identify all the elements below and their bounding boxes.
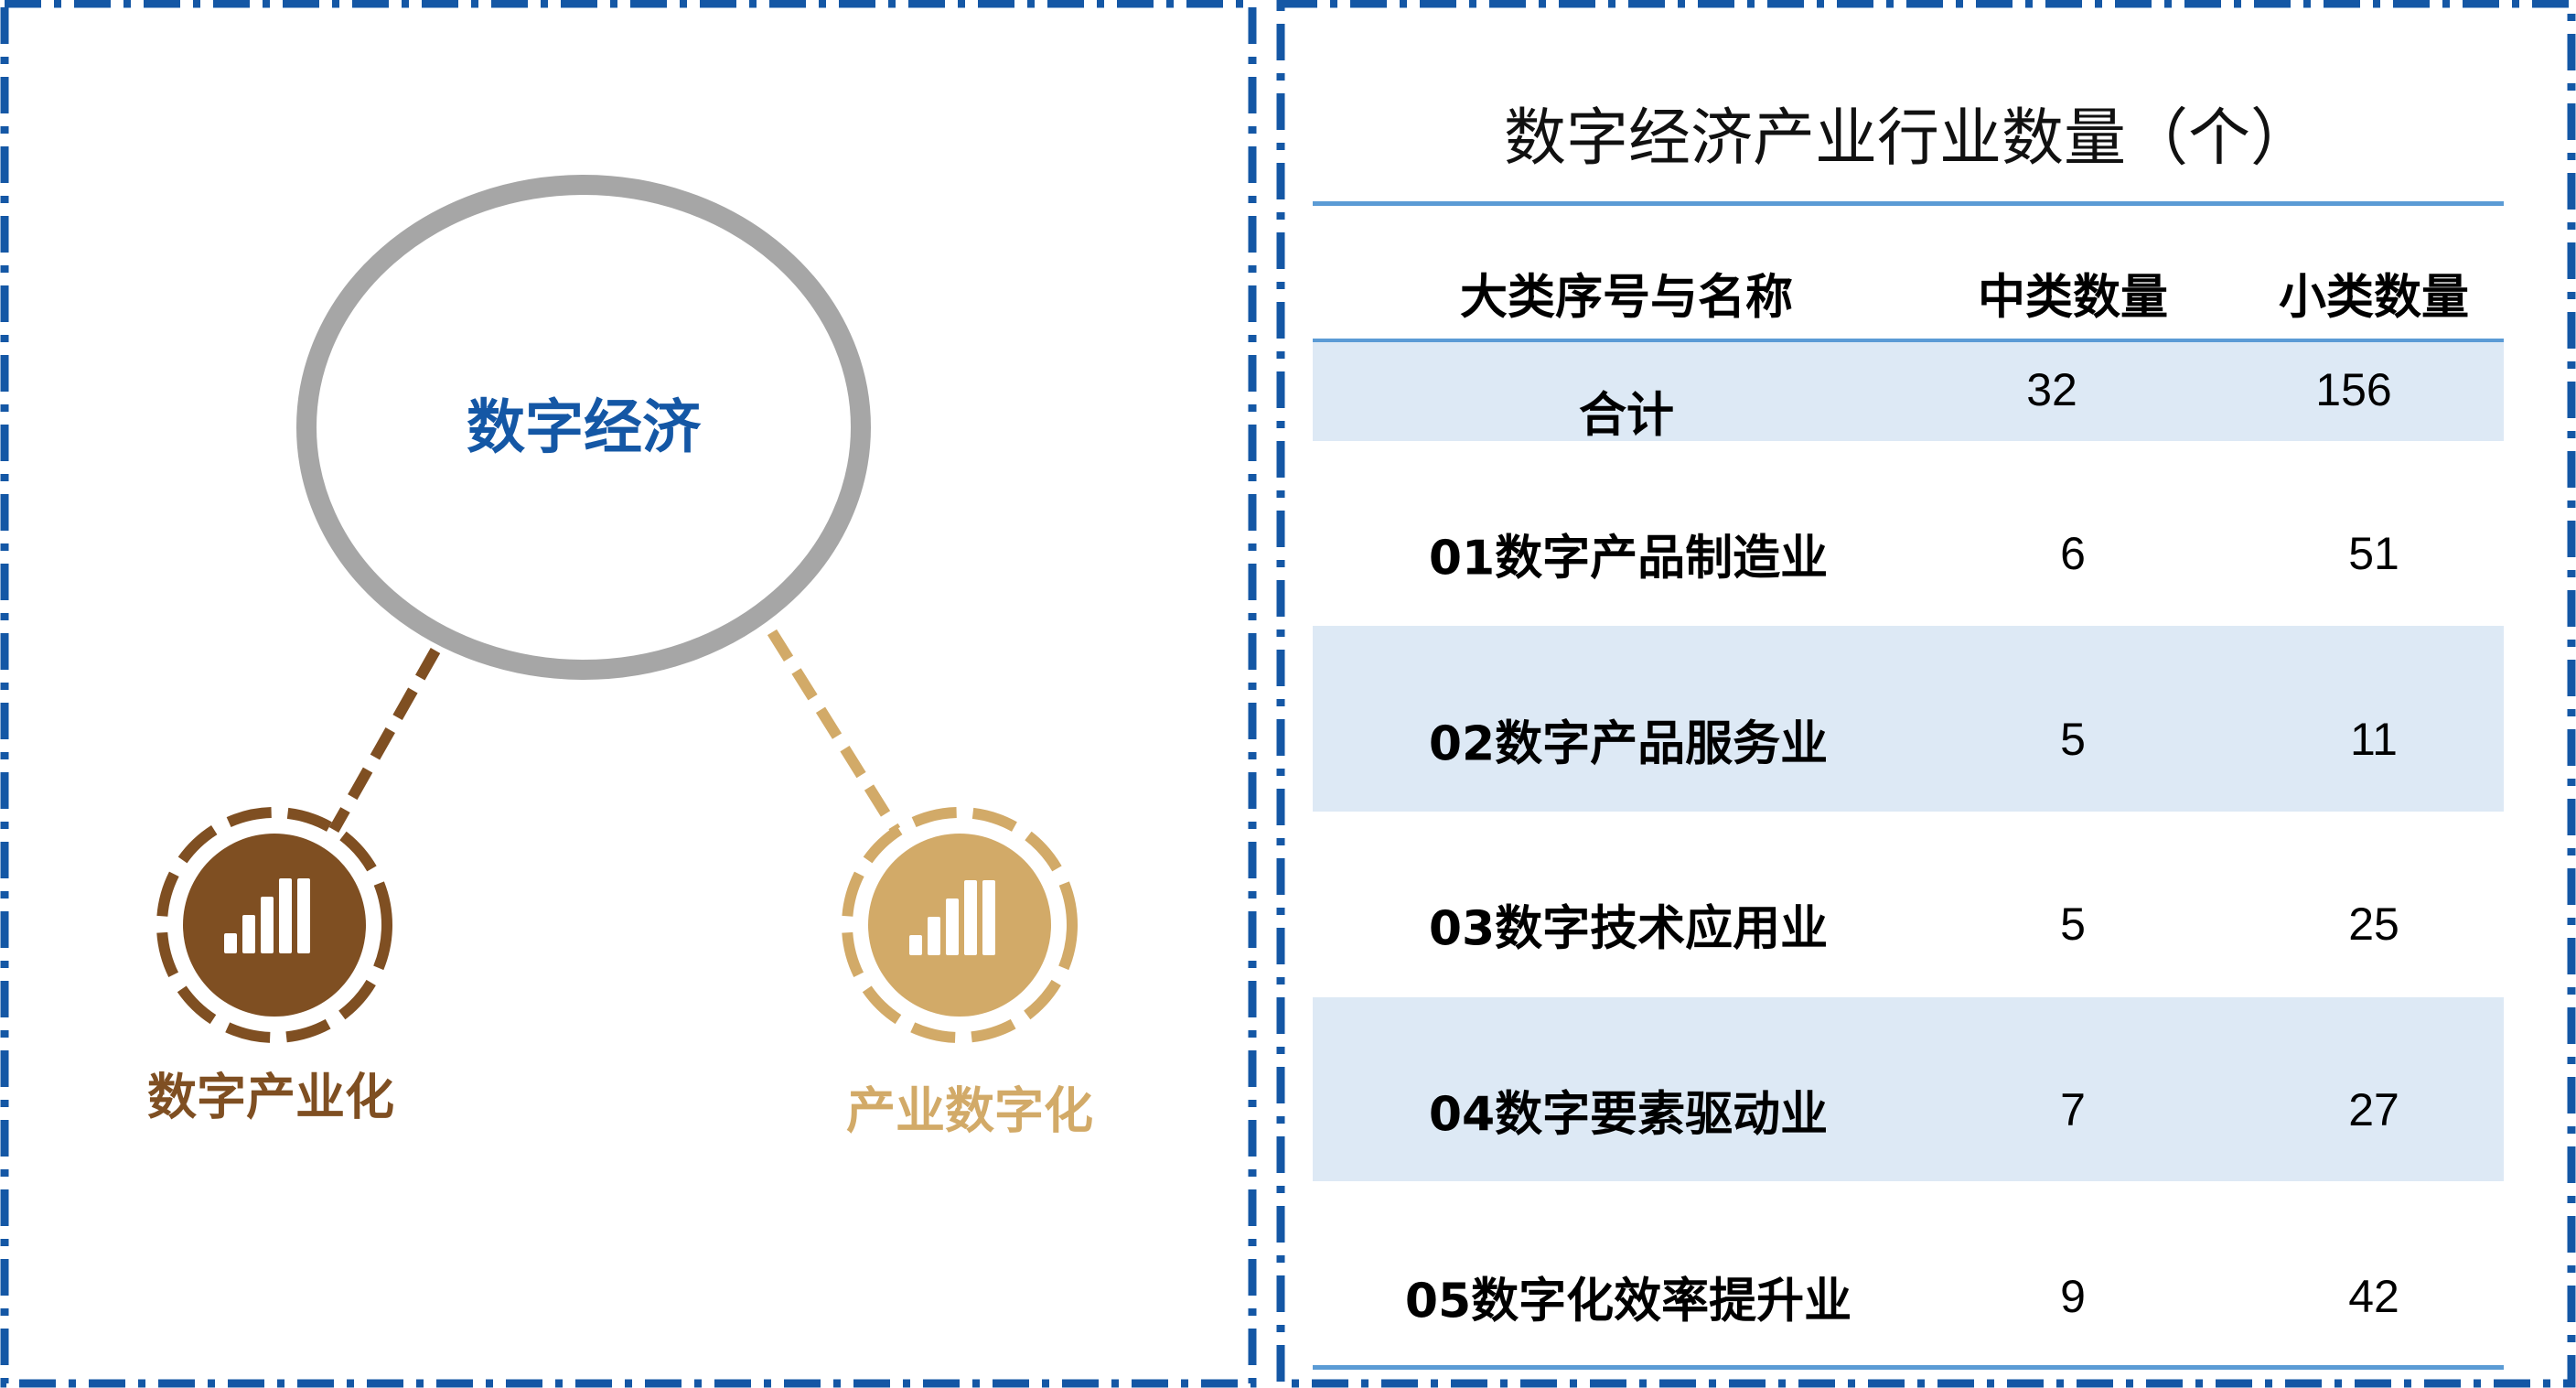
header-mid-count: 中类数量 [1977, 270, 2169, 326]
header-small-count: 小类数量 [2278, 270, 2470, 326]
title-divider [1313, 201, 2504, 206]
row-name: 05数字化效率提升业 [1404, 1274, 1852, 1329]
row-small: 25 [2348, 898, 2399, 950]
left-node-label: 数字产业化 [147, 1068, 394, 1126]
row-name: 02数字产品服务业 [1428, 716, 1829, 772]
total-small: 156 [2315, 364, 2392, 415]
row-mid: 5 [2060, 714, 2086, 765]
right-node [842, 807, 1078, 1043]
right-node-label: 产业数字化 [846, 1081, 1093, 1140]
row-mid: 5 [2060, 898, 2086, 950]
bar-chart-icon [224, 878, 310, 953]
table-row-bg [1313, 997, 2504, 1181]
center-label: 数字经济 [467, 394, 701, 462]
row-mid: 9 [2060, 1271, 2086, 1322]
left-panel-border [0, 0, 1257, 1388]
row-mid: 7 [2060, 1084, 2086, 1135]
row-name: 03数字技术应用业 [1428, 901, 1829, 957]
row-small: 42 [2348, 1271, 2399, 1322]
header-name: 大类序号与名称 [1459, 270, 1794, 326]
row-name: 01数字产品制造业 [1428, 531, 1829, 586]
connector-right [767, 629, 901, 834]
connector-left [328, 648, 441, 833]
table-row-bg [1313, 626, 2504, 812]
row-small: 51 [2348, 528, 2399, 579]
right-panel-border [1276, 0, 2576, 1388]
table-title: 数字经济产业行业数量（个） [1503, 102, 2313, 175]
left-node [156, 807, 392, 1043]
row-small: 11 [2350, 714, 2398, 765]
row-mid: 6 [2060, 528, 2086, 579]
total-row [1313, 342, 2504, 441]
row-name: 04数字要素驱动业 [1428, 1087, 1829, 1143]
center-ellipse [296, 175, 871, 680]
bar-chart-icon [909, 880, 995, 955]
header-divider [1313, 339, 2504, 343]
total-mid: 32 [2026, 364, 2077, 415]
table-bottom-line [1313, 1365, 2504, 1370]
row-small: 27 [2348, 1084, 2399, 1135]
total-label: 合计 [1578, 388, 1675, 444]
